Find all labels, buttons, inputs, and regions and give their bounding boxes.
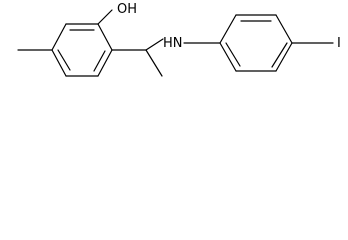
right-aromatic-inner-bond-2 bbox=[271, 42, 288, 68]
left-benzene-ring bbox=[51, 23, 113, 77]
bond-c5-c6 bbox=[51, 49, 67, 77]
aromatic-inner-bond-3 bbox=[57, 49, 71, 71]
bond-chiral-carbon-to-nh bbox=[145, 38, 164, 51]
bond-c2-c3 bbox=[97, 23, 113, 51]
bond-r6-r1 bbox=[219, 42, 237, 72]
iodine-label: I bbox=[337, 36, 341, 51]
bond-c3-c4 bbox=[97, 49, 113, 77]
amine-label: HN bbox=[163, 36, 183, 51]
structure-canvas: OH HN I bbox=[0, 0, 348, 116]
hydroxyl-label: OH bbox=[117, 2, 137, 17]
aromatic-inner-bond-2 bbox=[93, 50, 106, 72]
right-aromatic-inner-bond-3 bbox=[225, 42, 241, 67]
bond-r3-r4 bbox=[275, 14, 293, 44]
bond-chiral-carbon-to-methyl bbox=[145, 49, 163, 77]
bond-r1-r2 bbox=[219, 14, 237, 44]
chemical-structure: OH HN I bbox=[17, 2, 341, 77]
right-benzene-ring bbox=[219, 14, 293, 72]
bond-to-hydroxyl bbox=[97, 9, 113, 25]
bond-c6-c1 bbox=[51, 23, 67, 51]
bond-r4-r5 bbox=[275, 42, 293, 72]
